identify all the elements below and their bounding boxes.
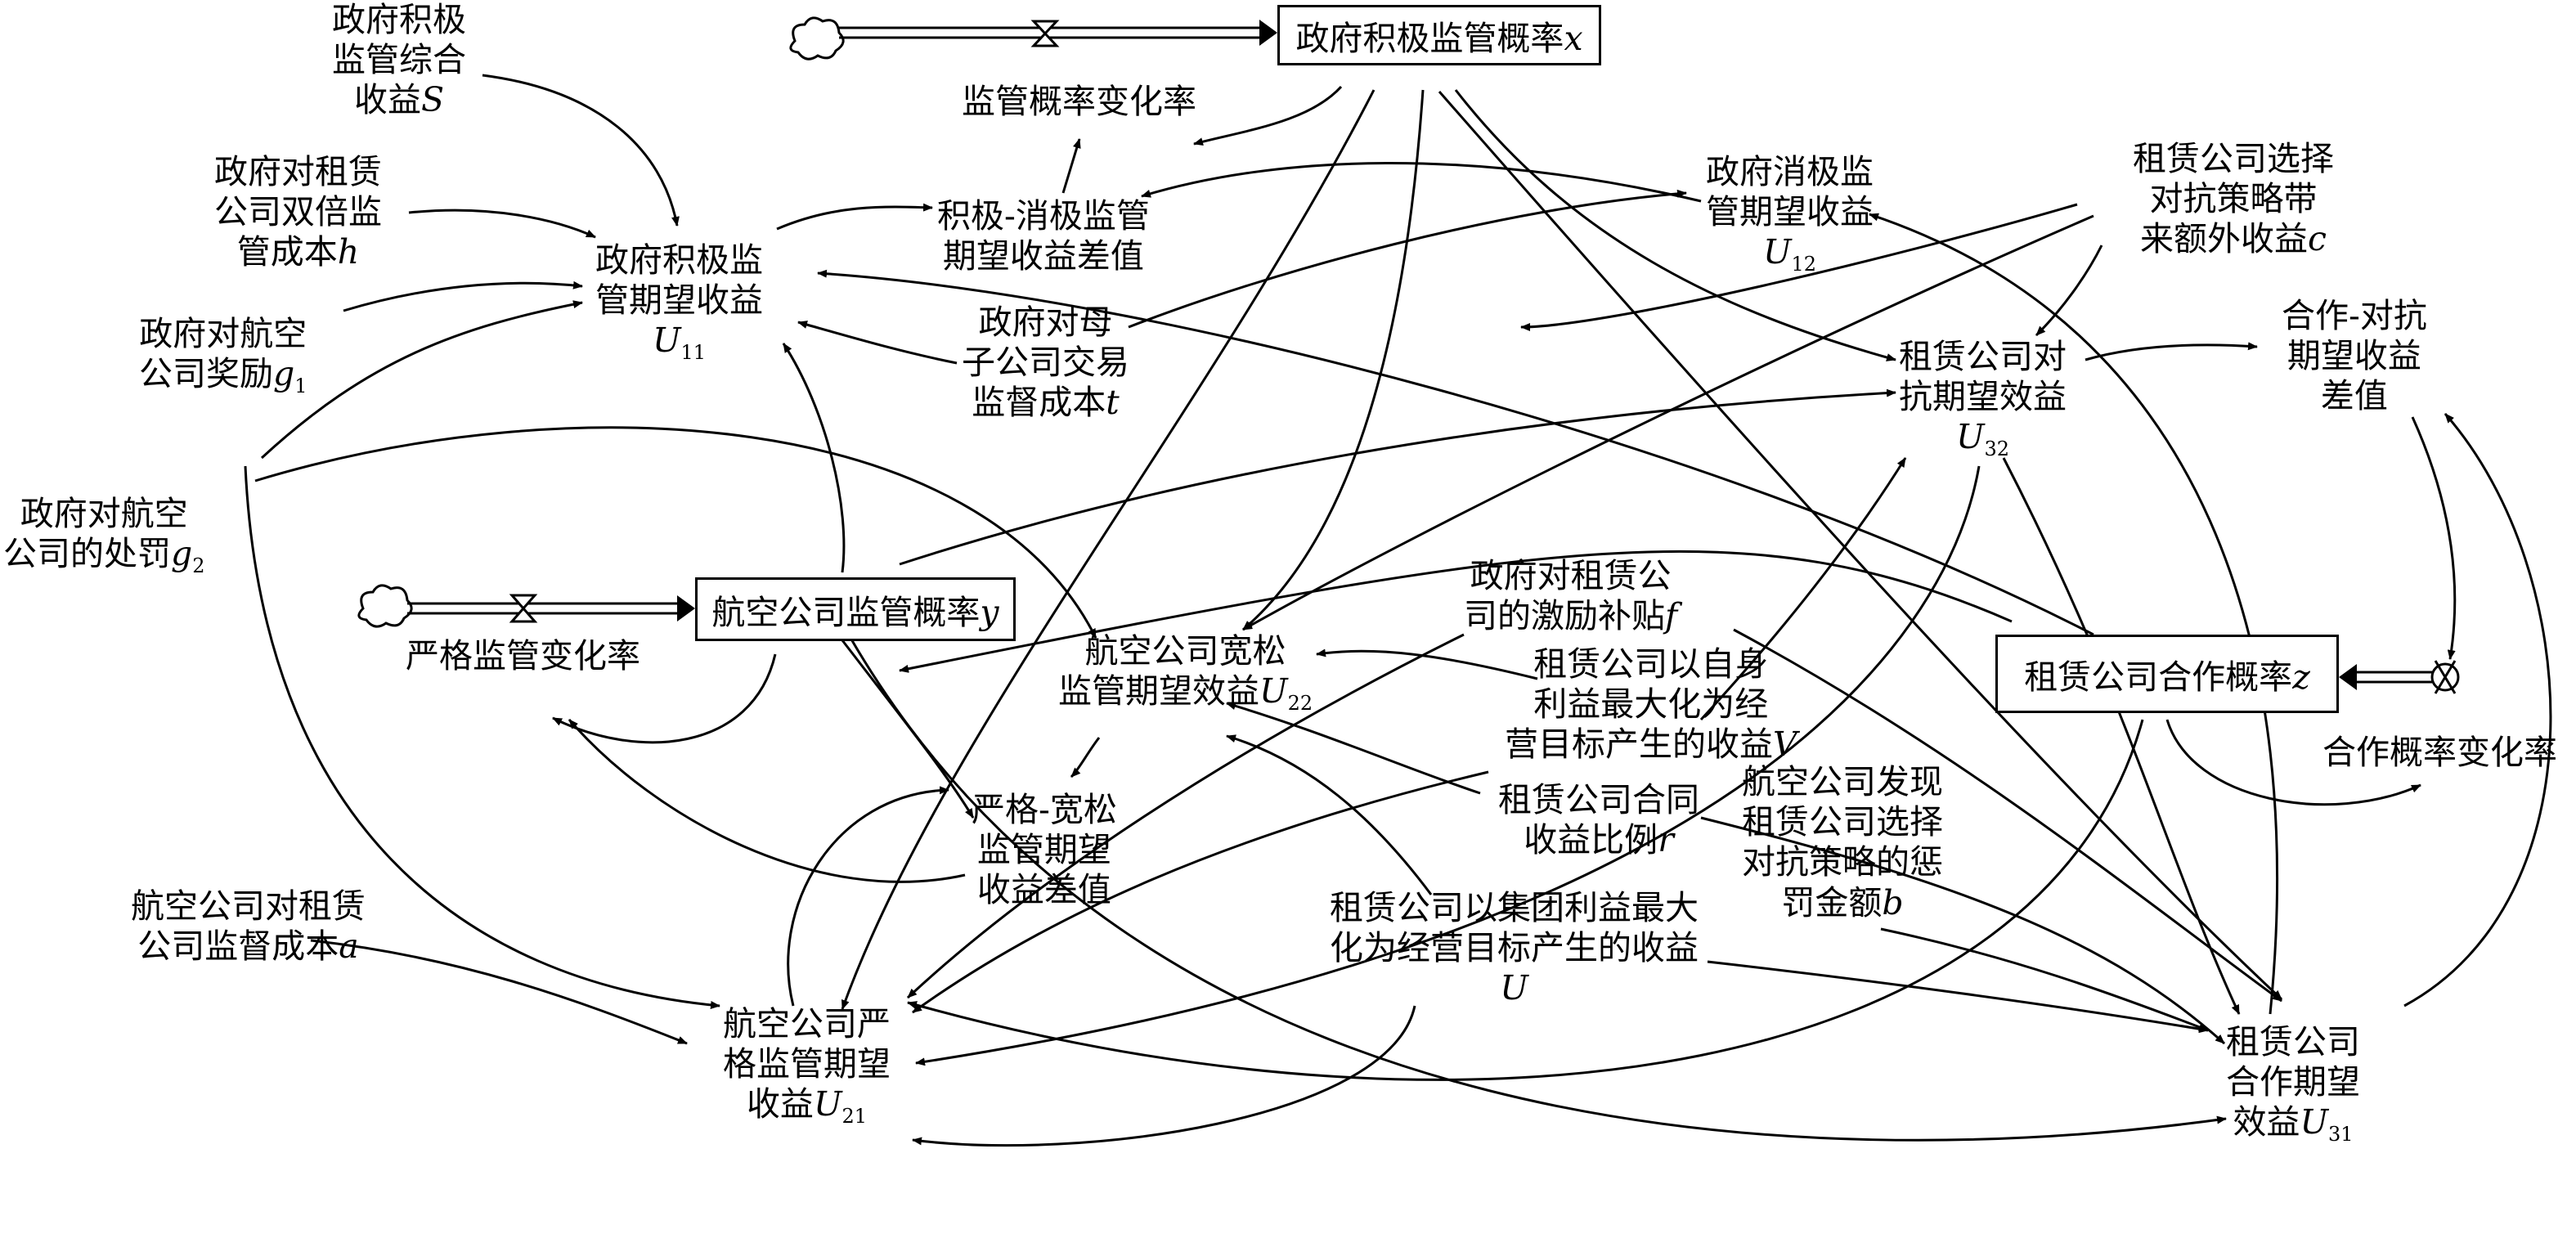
var-diff-airline: 严格-宽松监管期望收益差值 bbox=[972, 790, 1117, 910]
link-z-rate bbox=[2165, 719, 2421, 806]
link-z-U22 bbox=[899, 550, 2013, 673]
link-y-rate bbox=[552, 653, 777, 744]
link-c-U22 bbox=[1242, 214, 2094, 631]
var-f: 政府对租赁公司的激励补贴f bbox=[1464, 556, 1678, 636]
var-g1: 政府对航空公司奖励g1 bbox=[139, 314, 307, 398]
link-U22-diff2 bbox=[1070, 737, 1101, 779]
link-g2-U21 bbox=[244, 465, 720, 1009]
link-h-U11 bbox=[408, 209, 596, 239]
link-r-U31 bbox=[1700, 816, 2226, 1045]
link-U-U31 bbox=[1707, 960, 2209, 1034]
link-a-U21 bbox=[310, 939, 688, 1045]
link-S-U11 bbox=[482, 74, 680, 227]
link-t-U12 bbox=[1128, 189, 1687, 329]
link-y-U31 bbox=[849, 637, 2227, 1142]
link-c-U12 bbox=[1520, 203, 2078, 331]
link-y-U32 bbox=[899, 388, 1896, 566]
var-diff-lease: 合作-对抗期望收益差值 bbox=[2282, 296, 2427, 416]
link-x-U21 bbox=[841, 89, 1376, 1010]
stock-z: 租赁公司合作概率z bbox=[1995, 635, 2339, 713]
link-y-diff2 bbox=[832, 629, 975, 819]
cloud-icon bbox=[357, 584, 413, 628]
link-g1-U11 bbox=[343, 280, 583, 312]
link-U32-U31 bbox=[2002, 457, 2241, 1015]
rate-x: 监管概率变化率 bbox=[962, 82, 1196, 121]
rate-z: 合作概率变化率 bbox=[2322, 733, 2557, 772]
link-V-U32 bbox=[1699, 457, 1907, 721]
link-z-U11 bbox=[817, 269, 2094, 636]
var-diff-gov: 积极-消极监管期望收益差值 bbox=[937, 196, 1150, 276]
var-U31: 租赁公司合作期望效益U31 bbox=[2226, 1022, 2360, 1146]
link-diff2-yrate bbox=[568, 719, 966, 883]
rate-y: 严格监管变化率 bbox=[406, 636, 640, 675]
var-r: 租赁公司合同收益比例r bbox=[1498, 780, 1699, 860]
link-zrate-diff bbox=[2403, 413, 2552, 1007]
link-r-U22 bbox=[1226, 702, 1481, 795]
link-U12-U31 bbox=[1869, 213, 2279, 1015]
link-x-U31 bbox=[1438, 91, 2283, 1001]
flow-pipe-y bbox=[357, 584, 695, 628]
cloud-icon bbox=[789, 16, 845, 61]
link-U11-diff bbox=[776, 203, 933, 231]
flow-pipe-x bbox=[789, 16, 1277, 61]
var-a: 航空公司对租赁公司监督成本a bbox=[131, 886, 366, 967]
link-U-U21 bbox=[912, 1005, 1416, 1147]
valve-icon bbox=[509, 594, 538, 623]
var-g2: 政府对航空公司的处罚g2 bbox=[3, 494, 205, 578]
link-diff-rate bbox=[1061, 138, 1081, 194]
causal-links bbox=[244, 74, 2552, 1147]
var-V: 租赁公司以自身利益最大化为经营目标产生的收益V bbox=[1505, 644, 1797, 765]
link-U32-diff bbox=[2085, 342, 2258, 361]
link-U32-U21 bbox=[915, 465, 1981, 1066]
link-V-U22 bbox=[1316, 648, 1538, 680]
link-y-U11 bbox=[782, 343, 846, 573]
link-r-U21 bbox=[912, 770, 1489, 1014]
var-U22: 航空公司宽松监管期望效益U22 bbox=[1058, 631, 1313, 716]
link-U-U22 bbox=[1226, 734, 1433, 895]
link-U21-diff2 bbox=[787, 786, 949, 1007]
link-b-U31 bbox=[1880, 927, 2209, 1032]
link-diff-zrate bbox=[2411, 416, 2457, 660]
link-g2-U22 bbox=[254, 426, 1097, 639]
link-c-U32 bbox=[2035, 245, 2103, 337]
link-U12-diff bbox=[1141, 162, 1702, 203]
link-z-U21 bbox=[907, 719, 2144, 1081]
valve-icon bbox=[1030, 20, 1060, 47]
var-h: 政府对租赁公司双倍监管成本h bbox=[214, 152, 382, 272]
var-t: 政府对母子公司交易监督成本t bbox=[962, 303, 1129, 423]
link-g1-U11b bbox=[260, 300, 583, 460]
var-c: 租赁公司选择对抗策略带来额外收益c bbox=[2133, 139, 2334, 259]
var-b: 航空公司发现租赁公司选择对抗策略的惩罚金额b bbox=[1742, 762, 1943, 922]
link-t-U11 bbox=[797, 321, 958, 365]
var-S: 政府积极监管综合收益S bbox=[332, 0, 466, 120]
link-f-U31 bbox=[1733, 628, 2282, 1003]
stock-y: 航空公司监管概率y bbox=[695, 577, 1016, 641]
var-U21: 航空公司严格监管期望收益U21 bbox=[723, 1004, 891, 1129]
flow-pipe-z bbox=[2339, 660, 2460, 694]
stock-x: 政府积极监管概率x bbox=[1277, 5, 1601, 65]
link-f-U21 bbox=[906, 633, 1465, 999]
link-x-rate bbox=[1193, 85, 1343, 146]
link-x-U22 bbox=[1242, 89, 1425, 631]
